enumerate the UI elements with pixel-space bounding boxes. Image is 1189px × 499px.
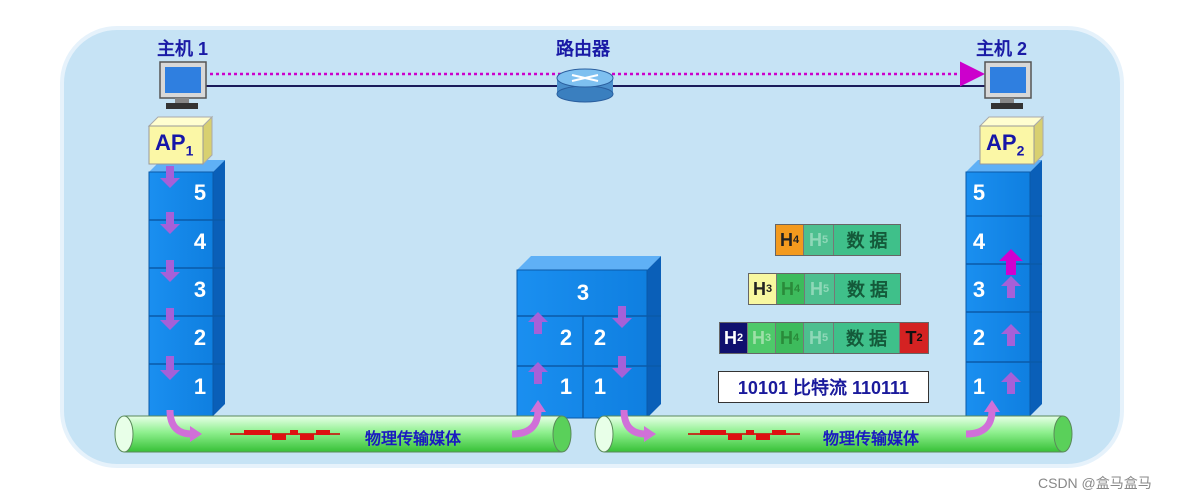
signal-waveform [230, 430, 340, 440]
ap2-box [978, 115, 1045, 166]
host2-layer-2: 2 [972, 325, 986, 350]
up-arrow-highlight [999, 249, 1023, 275]
router-icon [556, 68, 614, 103]
h2-text: H [723, 327, 737, 348]
h5-text: H [809, 278, 823, 299]
host1-layer-1: 1 [193, 374, 207, 399]
medium-label-right: 物理传输媒体 [823, 431, 920, 448]
host2-layer-5: 5 [972, 180, 986, 205]
h3-text: H [752, 278, 766, 299]
router-layer-2-right: 2 [593, 325, 607, 350]
host2-layer-4: 4 [972, 229, 986, 254]
router-stack [516, 256, 661, 419]
host2-label: 主机 2 [976, 39, 1028, 59]
host1-label: 主机 1 [157, 39, 209, 59]
h3-sub: 3 [764, 332, 772, 344]
router-layer-1-left: 1 [559, 374, 573, 399]
up-arrows [1001, 276, 1021, 394]
ap2-label: AP2 [986, 130, 1024, 158]
pipe-flow-arrowheads [190, 400, 1000, 442]
host1-layer-3: 3 [193, 277, 207, 302]
host1-layer-4: 4 [193, 229, 207, 254]
ap1-sub: 1 [185, 142, 194, 159]
computer-icon [159, 61, 207, 109]
background-panel [60, 26, 1124, 468]
router-arrows [528, 306, 632, 384]
signal-waveform [688, 430, 800, 440]
host2-stack [965, 160, 1042, 417]
host1-layer-5: 5 [193, 180, 207, 205]
h4-text: H [780, 278, 794, 299]
medium-label-left: 物理传输媒体 [365, 431, 462, 448]
router-layer-2-left: 2 [559, 325, 573, 350]
h4-sub: 4 [792, 332, 800, 344]
h2-sub: 2 [736, 332, 744, 344]
h5-text: H [808, 327, 822, 348]
router-layer-3: 3 [576, 280, 590, 305]
host1-layer-2: 2 [193, 325, 207, 350]
ap1-box [147, 115, 214, 166]
ap2-text: AP [986, 130, 1017, 155]
host2-layer-3: 3 [972, 277, 986, 302]
ap2-sub: 2 [1016, 142, 1025, 159]
h3-sub: 3 [765, 283, 773, 295]
bit-stream: 10101 比特流 110111 [718, 371, 929, 403]
host2-layer-1: 1 [972, 374, 986, 399]
data-cell: 数 据 [835, 274, 900, 304]
h5-sub: 5 [822, 283, 830, 295]
h3-text: H [751, 327, 765, 348]
router-layer-1-right: 1 [593, 374, 607, 399]
host1-stack [148, 160, 225, 417]
h4-text: H [779, 229, 793, 250]
h5-text: H [808, 229, 822, 250]
router-label: 路由器 [556, 39, 610, 59]
h5-sub: 5 [821, 332, 829, 344]
watermark: CSDN @盒马盒马 [1038, 475, 1152, 491]
t2-sub: 2 [916, 332, 923, 344]
h4-text: H [779, 327, 793, 348]
down-arrows [160, 166, 180, 380]
computer-icon [984, 61, 1032, 109]
h5-sub: 5 [821, 234, 829, 246]
ap1-text: AP [155, 130, 186, 155]
h4-sub: 4 [793, 283, 801, 295]
h4-sub: 4 [792, 234, 800, 246]
t2-text: T [905, 327, 917, 348]
data-cell: 数 据 [834, 225, 900, 255]
data-cell: 数 据 [834, 323, 900, 353]
pipe-flow-arrows [166, 409, 996, 438]
ap1-label: AP1 [155, 130, 193, 158]
